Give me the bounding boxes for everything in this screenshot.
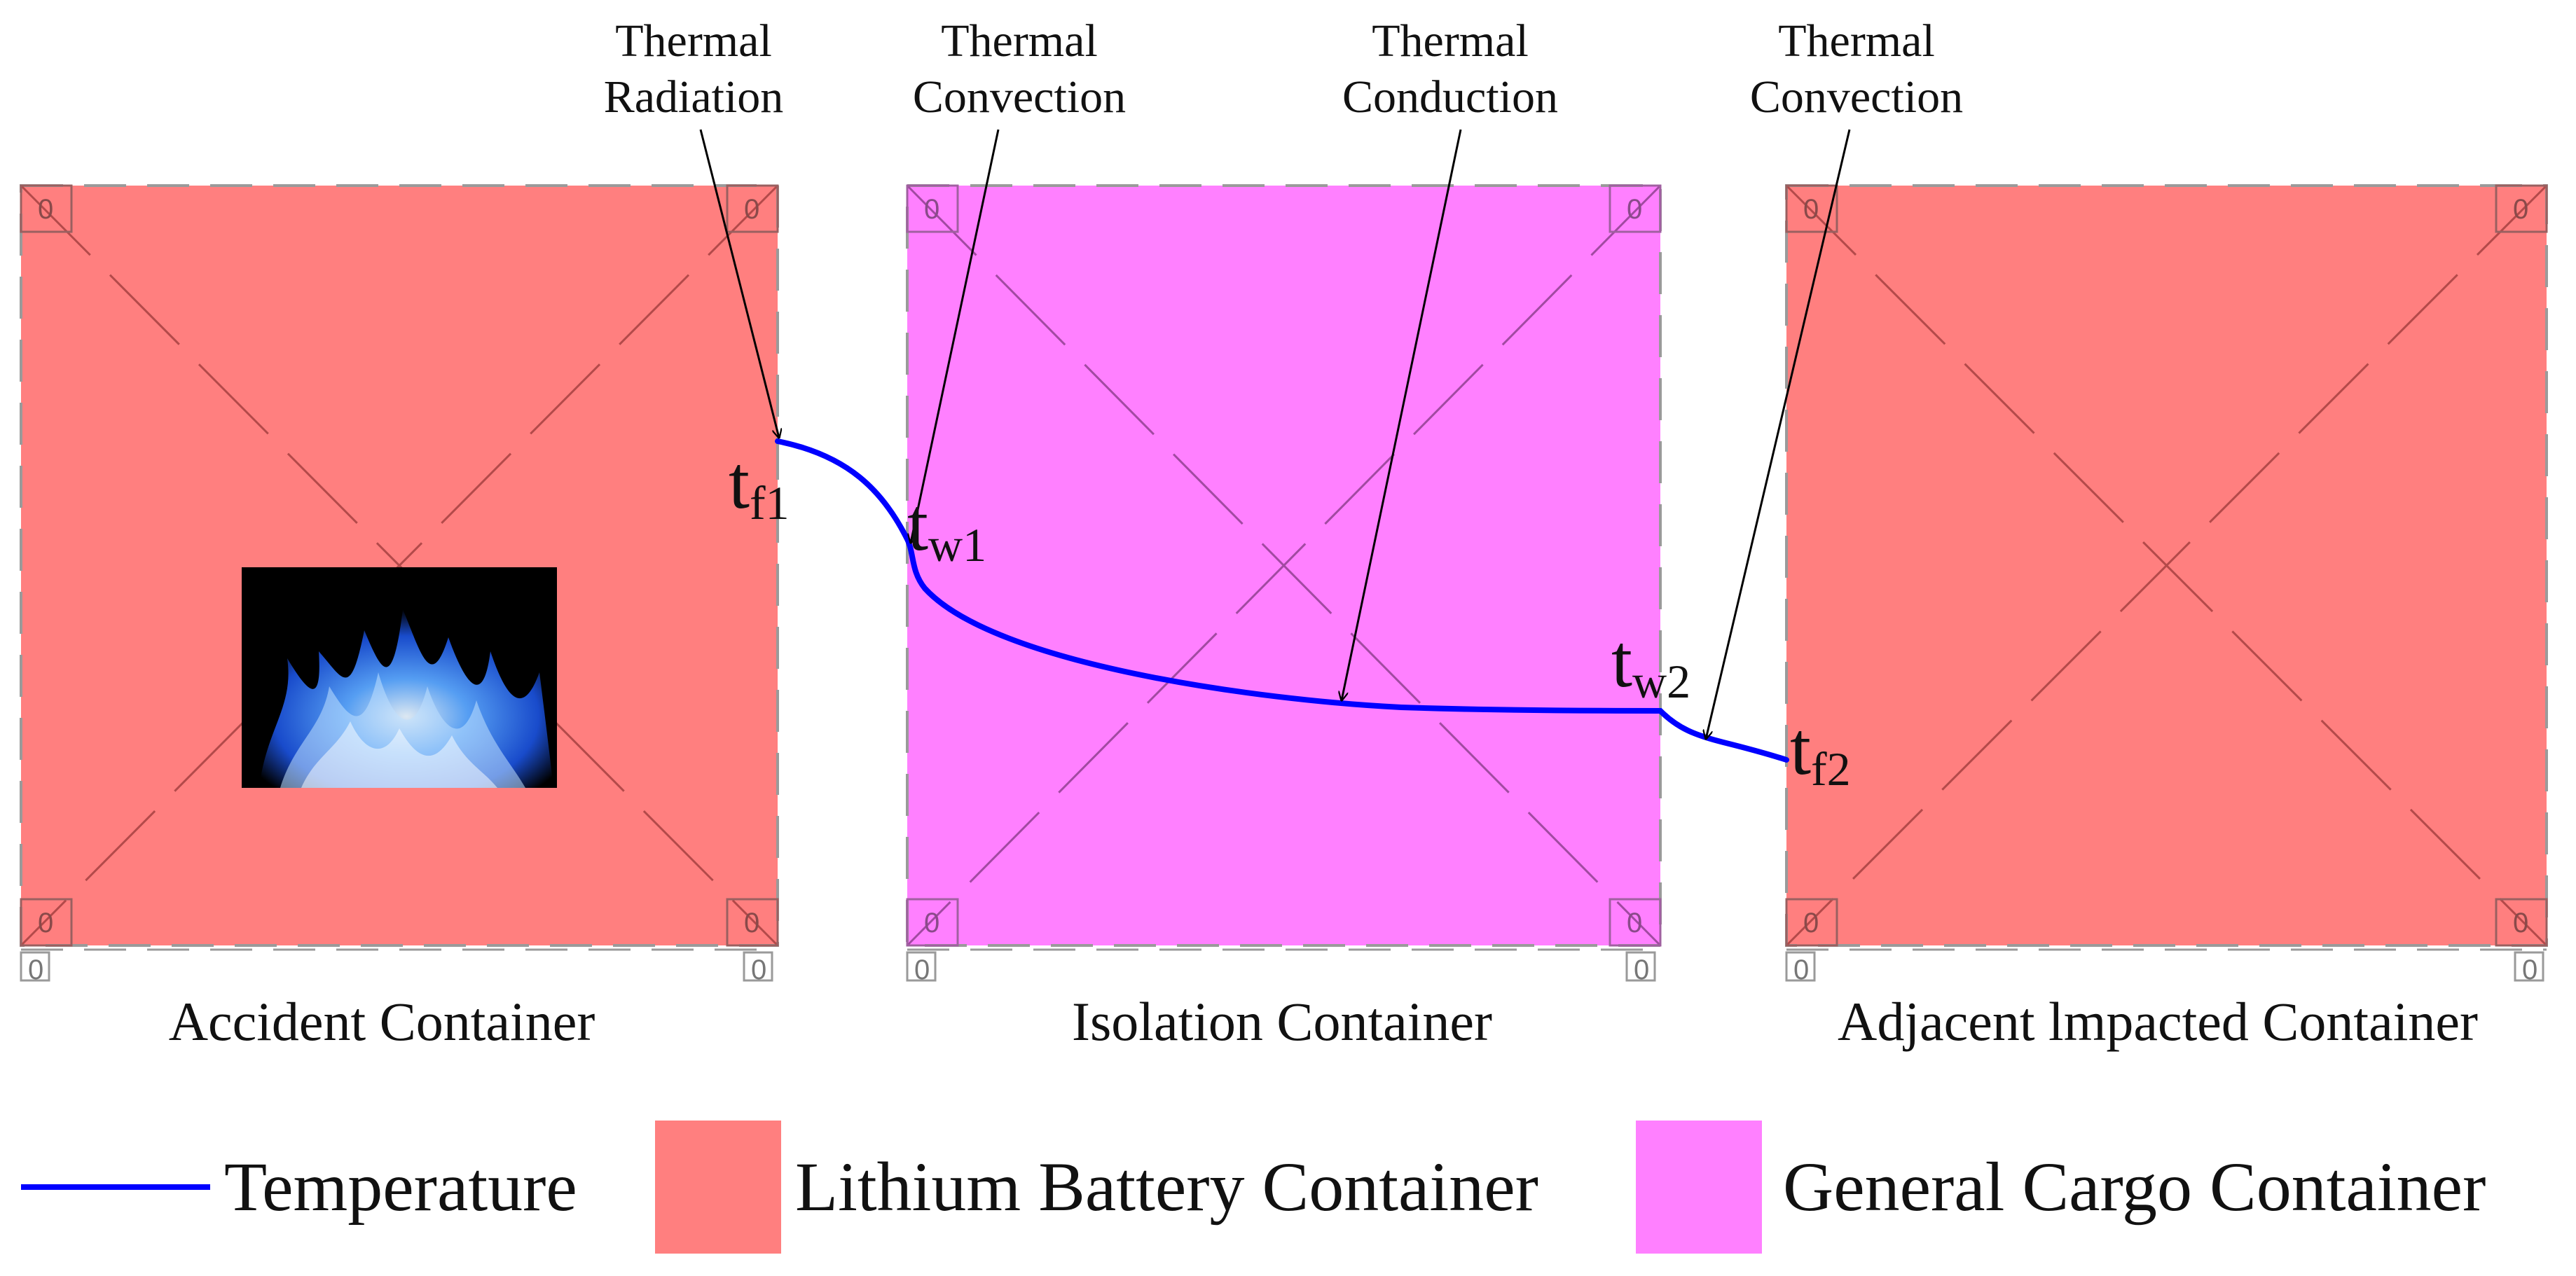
legend-general-swatch <box>1636 1121 1762 1254</box>
label-thermal-conduction: Thermal Conduction <box>1342 15 1558 123</box>
corner-fitting: 0 <box>726 898 779 947</box>
convection-2-leader-arrow <box>1706 129 1851 739</box>
process-label-line1: Thermal <box>1778 15 1935 67</box>
corner-fitting-mark: 0 <box>1627 194 1642 225</box>
temperature-point-tw2: tw2 <box>1611 620 1690 708</box>
flame-icon <box>242 567 557 788</box>
process-label-line1: Thermal <box>615 15 772 67</box>
corner-fitting-mark: 0 <box>1634 955 1649 985</box>
corner-fitting-mark: 0 <box>2513 194 2528 225</box>
legend-lithium-label: Lithium Battery Container <box>795 1148 1538 1226</box>
corner-fitting-mark: 0 <box>924 194 939 225</box>
label-thermal-convection-1: Thermal Convection <box>913 15 1126 123</box>
corner-fitting-mark: 0 <box>751 955 766 985</box>
legend: Temperature Lithium Battery Container Ge… <box>21 1121 2486 1254</box>
corner-fitting-mark: 0 <box>1803 908 1819 938</box>
accident-container-diagonal <box>20 184 779 947</box>
corner-fitting-mark: 0 <box>2522 955 2537 985</box>
corner-fitting: 0 <box>2495 184 2548 233</box>
radiation-leader-arrow <box>699 129 779 438</box>
legend-lithium-swatch <box>655 1121 781 1254</box>
corner-fitting-mark: 0 <box>1793 955 1809 985</box>
label-thermal-convection-2: Thermal Convection <box>1750 15 1963 123</box>
corner-fitting: 0 <box>1609 898 1662 947</box>
legend-temperature-label: Temperature <box>224 1148 577 1226</box>
corner-fitting-mark: 0 <box>2513 908 2528 938</box>
accident-container-frame <box>20 184 779 947</box>
corner-fitting: 0 <box>20 898 73 947</box>
process-label-line2: Convection <box>913 71 1126 123</box>
adjacent-container-frame <box>1785 184 2548 947</box>
temperature-point-tf1: tf1 <box>729 441 790 529</box>
corner-fitting: 0 <box>20 184 73 233</box>
corner-fitting: 0 <box>1785 184 1838 233</box>
corner-fitting-mark: 0 <box>744 908 759 938</box>
corner-fitting: 0 <box>726 184 779 233</box>
corner-fitting-mark: 0 <box>914 955 930 985</box>
legend-general-label: General Cargo Container <box>1783 1148 2486 1226</box>
isolation-container: 0 0 0 0 0 0 <box>906 184 1662 985</box>
corner-fitting-mark: 0 <box>744 194 759 225</box>
corner-fitting-mark: 0 <box>924 908 939 938</box>
conduction-leader-arrow <box>1342 129 1462 700</box>
process-label-line1: Thermal <box>1372 15 1529 67</box>
corner-fitting-mark: 0 <box>38 194 53 225</box>
bottom-rail: 0 0 <box>1785 948 2547 985</box>
corner-fitting-mark: 0 <box>1803 194 1819 225</box>
corner-fitting: 0 <box>1785 898 1838 947</box>
adjacent-container-diagonal <box>1785 184 2548 947</box>
process-label-line2: Convection <box>1750 71 1963 123</box>
isolation-container-diagonal <box>906 184 1662 947</box>
temperature-point-tf2: tf2 <box>1790 707 1851 796</box>
convection-1-leader-arrow <box>911 129 1000 543</box>
adjacent-impacted-container: 0 0 0 0 0 0 <box>1785 184 2548 985</box>
corner-fitting: 0 <box>2495 898 2548 947</box>
bottom-rail: 0 0 <box>906 948 1660 985</box>
corner-fitting-mark: 0 <box>38 908 53 938</box>
bottom-rail: 0 0 <box>20 948 778 985</box>
process-label-line2: Conduction <box>1342 71 1558 123</box>
label-thermal-radiation: Thermal Radiation <box>604 15 784 123</box>
corner-fitting: 0 <box>906 898 959 947</box>
corner-fitting: 0 <box>1609 184 1662 233</box>
corner-fitting-mark: 0 <box>1627 908 1642 938</box>
process-label-line2: Radiation <box>604 71 784 123</box>
corner-fitting-mark: 0 <box>28 955 43 985</box>
caption-adjacent-impacted-container: Adjacent lmpacted Container <box>1838 991 2478 1052</box>
caption-isolation-container: Isolation Container <box>1072 991 1492 1052</box>
corner-fitting: 0 <box>906 184 959 233</box>
process-label-line1: Thermal <box>941 15 1098 67</box>
temperature-point-tw1: tw1 <box>907 483 986 571</box>
accident-container: 0 0 0 0 0 0 <box>20 184 779 985</box>
caption-accident-container: Accident Container <box>169 991 595 1052</box>
